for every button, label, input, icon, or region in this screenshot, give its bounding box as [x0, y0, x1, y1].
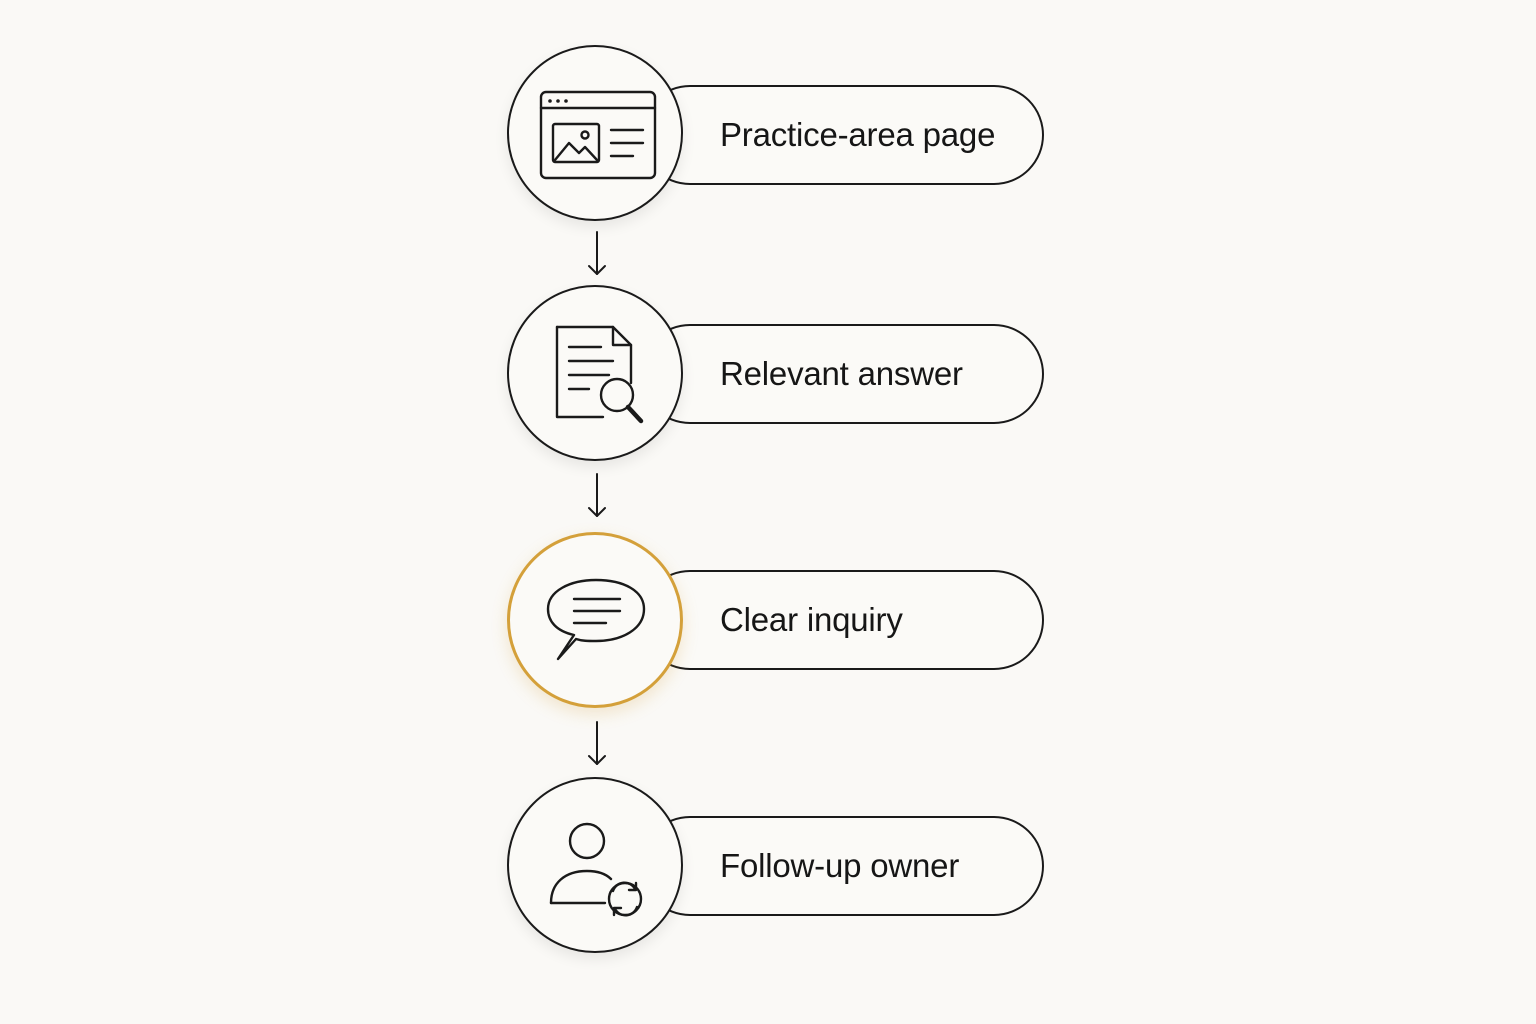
- step-label: Clear inquiry: [720, 601, 903, 638]
- step-follow-up-owner: Follow-up owner: [0, 777, 1536, 957]
- step-practice-area-page: Practice-area page: [0, 45, 1536, 225]
- step-icon-circle: [507, 285, 683, 461]
- step-label: Practice-area page: [720, 116, 996, 153]
- step-icon-circle: [507, 45, 683, 221]
- step-label-pill: Clear inquiry: [640, 570, 1044, 670]
- step-relevant-answer: Relevant answer: [0, 285, 1536, 465]
- down-arrow-icon: [588, 231, 606, 275]
- step-label: Relevant answer: [720, 355, 963, 392]
- browser-window-icon: [539, 90, 657, 180]
- step-label-pill: Relevant answer: [640, 324, 1044, 424]
- step-label-pill: Follow-up owner: [640, 816, 1044, 916]
- step-icon-circle-highlighted: [507, 532, 683, 708]
- step-icon-circle: [507, 777, 683, 953]
- step-label: Follow-up owner: [720, 847, 960, 884]
- document-search-icon: [555, 325, 644, 424]
- user-refresh-icon: [549, 822, 643, 917]
- down-arrow-icon: [588, 721, 606, 765]
- step-clear-inquiry: Clear inquiry: [0, 532, 1536, 712]
- down-arrow-icon: [588, 473, 606, 517]
- chat-bubble-icon: [546, 578, 646, 661]
- step-label-pill: Practice-area page: [640, 85, 1044, 185]
